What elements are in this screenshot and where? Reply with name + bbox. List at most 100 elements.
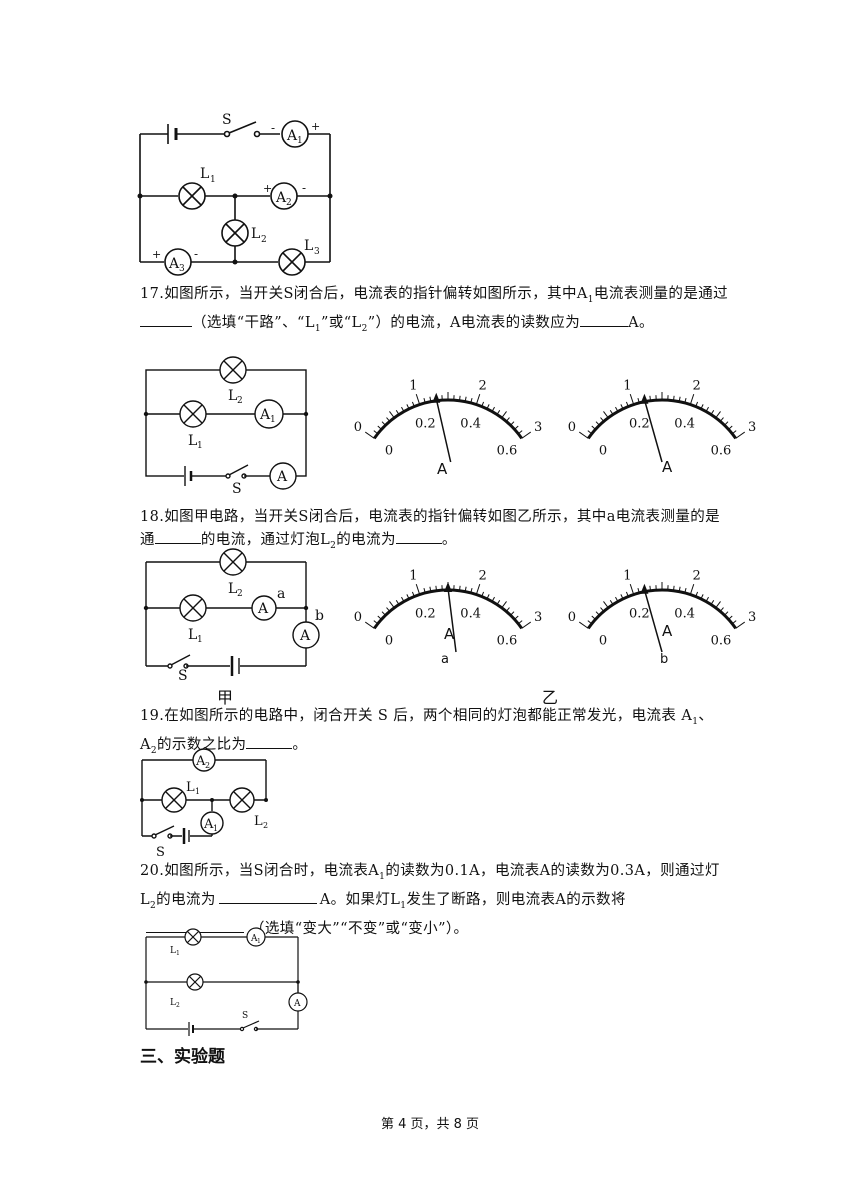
a1-label: A <box>286 128 298 144</box>
ammeter-dial: 0 1 2 3 0 0.2 0.4 0.6 <box>568 379 756 463</box>
meter-top-label: 2 <box>692 569 700 584</box>
answer-blank[interactable] <box>395 529 442 544</box>
meter-bottom-label: 0.4 <box>460 417 481 432</box>
svg-text:L: L <box>228 581 237 597</box>
svg-text:A: A <box>250 934 258 944</box>
meter-top-label: 0 <box>568 420 576 435</box>
svg-text:3: 3 <box>314 247 320 257</box>
svg-text:2: 2 <box>176 1002 180 1009</box>
meter-needle <box>447 587 457 653</box>
svg-text:2: 2 <box>237 396 243 406</box>
question-18: 18.如图甲电路，当开关S闭合后，电流表的指针偏转如图乙所示，其中a电流表测量的… <box>140 509 721 551</box>
meter-top-label: 1 <box>623 379 631 394</box>
section-heading: 三、实验题 <box>140 1047 225 1067</box>
answer-blank[interactable] <box>140 312 192 327</box>
meter-bottom-label: 0.4 <box>674 607 695 622</box>
svg-text:1: 1 <box>270 415 276 425</box>
svg-text:2: 2 <box>261 235 267 245</box>
meter-bottom-label: 0.2 <box>415 417 436 432</box>
meter-top-label: 2 <box>478 569 486 584</box>
svg-text:S: S <box>178 668 188 684</box>
meter-needle <box>643 399 663 463</box>
a2-label: A <box>275 190 287 206</box>
svg-text:L: L <box>254 814 263 829</box>
l3-label: L <box>304 238 313 254</box>
question-19: 19.在如图所示的电路中，闭合开关 S 后，两个相同的灯泡都能正常发光，电流表 … <box>140 708 714 756</box>
svg-text:1: 1 <box>197 635 203 645</box>
svg-text:A: A <box>195 754 206 769</box>
a3-label: A <box>168 256 180 272</box>
svg-text:1: 1 <box>210 175 216 185</box>
svg-text:L: L <box>228 388 237 404</box>
svg-text:L: L <box>170 946 176 956</box>
meter-bottom-label: 0.6 <box>497 634 518 649</box>
meter-top-label: 1 <box>409 569 417 584</box>
meter-bottom-label: 0.2 <box>629 607 650 622</box>
meter-bottom-label: 0.2 <box>629 417 650 432</box>
meter-top-label: 1 <box>623 569 631 584</box>
svg-text:1: 1 <box>297 136 303 146</box>
page-footer: 第 4 页，共 8 页 <box>380 1117 480 1132</box>
meter-bottom-label: 0 <box>385 444 393 459</box>
meter-top-label: 3 <box>534 610 542 625</box>
meter-top-label: 3 <box>748 610 756 625</box>
meter-bottom-label: 0 <box>599 634 607 649</box>
figure-label-jia: 甲 <box>217 688 234 707</box>
circuit-diagram-q17: L 2 A 1 L 1 S A <box>143 356 309 497</box>
meter-bottom-label: 0 <box>385 634 393 649</box>
meter-top-label: 0 <box>568 610 576 625</box>
svg-text:1: 1 <box>176 950 180 957</box>
svg-text:L: L <box>170 998 176 1008</box>
meter-bottom-label: 0.4 <box>460 607 481 622</box>
svg-text:S: S <box>156 845 165 860</box>
svg-text:L: L <box>188 627 197 643</box>
answer-blank[interactable] <box>580 312 629 327</box>
meter-bottom-label: 0.6 <box>711 444 732 459</box>
svg-text:A: A <box>293 999 301 1009</box>
answer-blank[interactable] <box>218 889 317 904</box>
svg-text:+: + <box>311 120 320 133</box>
meter-top-label: 1 <box>409 379 417 394</box>
meter-needle-head <box>444 582 452 592</box>
ammeter-dial-b: 0 1 2 3 0 0.2 0.4 0.6 <box>568 569 756 653</box>
meter-bottom-label: 0.6 <box>711 634 732 649</box>
meter-top-label: 2 <box>478 379 486 394</box>
svg-text:2: 2 <box>205 761 210 770</box>
answer-blank[interactable] <box>154 529 201 544</box>
circuit-diagram-q20: L 1 A 1 L 2 A S <box>144 927 308 1036</box>
l1-label: L <box>200 166 209 182</box>
a1-minus: - <box>271 121 275 135</box>
circuit-diagram-q16: S - A 1 + L 1 + A 2 - L 2 + A 3 - L 3 <box>137 112 333 276</box>
meter-bottom-label: 0 <box>599 444 607 459</box>
question-17: 17.如图所示，当开关S闭合后，电流表的指针偏转如图所示，其中A1电流表测量的是… <box>140 286 729 334</box>
answer-blank[interactable] <box>246 734 293 749</box>
svg-text:2: 2 <box>286 198 292 208</box>
meter-top-label: 0 <box>354 420 362 435</box>
svg-text:+: + <box>152 248 161 261</box>
meter-bottom-label: 0.4 <box>674 417 695 432</box>
l2-label: L <box>251 226 260 242</box>
meter-top-label: 3 <box>748 420 756 435</box>
svg-text:A: A <box>257 601 269 617</box>
meter-top-label: 0 <box>354 610 362 625</box>
circuit-diagram-q19: A 2 L 1 L 2 A 1 S <box>140 748 268 860</box>
question-20: 20.如图所示，当S闭合时，电流表A1的读数为0.1A，电流表A的读数为0.3A… <box>140 863 720 937</box>
svg-text:A: A <box>259 407 271 423</box>
meter-needle <box>643 589 663 653</box>
meter-needle-head <box>640 583 649 594</box>
svg-text:A: A <box>203 817 214 832</box>
svg-text:3: 3 <box>179 264 185 274</box>
svg-text:2: 2 <box>237 589 243 599</box>
svg-text:S: S <box>242 1011 248 1021</box>
meter-needle <box>435 398 452 463</box>
svg-text:A: A <box>276 469 288 485</box>
switch-label: S <box>222 112 232 128</box>
svg-text:L: L <box>188 433 197 449</box>
meter-top-label: 2 <box>692 379 700 394</box>
figure-label-yi: 乙 <box>542 688 559 707</box>
svg-text:2: 2 <box>263 821 268 830</box>
svg-text:A: A <box>299 628 311 644</box>
circuit-diagram-q18: L 2 A a b A L 1 S <box>143 548 324 684</box>
